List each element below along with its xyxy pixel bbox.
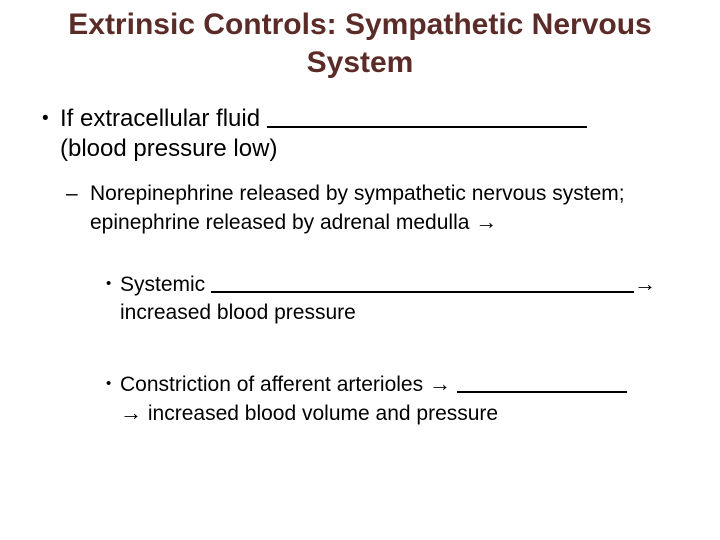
bullet-text: epinephrine released by adrenal medulla — [90, 211, 470, 234]
bullet-marker: • — [42, 108, 49, 129]
title-line-1: Extrinsic Controls: Sympathetic Nervous — [68, 8, 652, 41]
bullet-line-2: increased blood pressure — [120, 301, 356, 324]
bullet-line-1: Constriction of afferent arterioles → — [120, 370, 700, 399]
bullet-extracellular-fluid: • If extracellular fluid (blood pressure… — [42, 104, 700, 164]
bullet-text: Systemic — [120, 273, 206, 296]
bullet-line-2: (blood pressure low) — [60, 135, 278, 162]
title-line-2: System — [306, 46, 414, 79]
dash-marker: – — [66, 182, 78, 205]
bullet-text: increased blood volume and pressure — [147, 402, 499, 425]
bullet-line-1: Norepinephrine released by sympathetic n… — [90, 182, 625, 205]
bullet-systemic: • Systemic → increased blood pressure — [106, 270, 700, 327]
bullet-line-1: Systemic → — [120, 270, 700, 299]
right-arrow-icon: → — [475, 209, 498, 234]
bullet-line-1: If extracellular fluid — [60, 104, 700, 134]
slide-title: Extrinsic Controls: Sympathetic Nervous … — [0, 0, 720, 82]
bullet-constriction: • Constriction of afferent arterioles → … — [106, 370, 700, 428]
right-arrow-icon: → — [634, 271, 657, 296]
bullet-text: If extracellular fluid — [60, 105, 261, 132]
bullet-norepinephrine: – Norepinephrine released by sympathetic… — [66, 180, 700, 237]
blank-line — [266, 124, 587, 128]
bullet-marker: • — [106, 275, 112, 292]
right-arrow-icon: → — [428, 371, 451, 396]
bullet-text: Constriction of afferent arterioles — [120, 373, 424, 396]
bullet-marker: • — [106, 375, 112, 392]
blank-line — [456, 389, 627, 393]
bullet-line-2: epinephrine released by adrenal medulla … — [90, 208, 700, 237]
right-arrow-icon: → — [120, 400, 143, 425]
blank-line — [211, 289, 635, 293]
bullet-line-2: → increased blood volume and pressure — [120, 399, 700, 428]
